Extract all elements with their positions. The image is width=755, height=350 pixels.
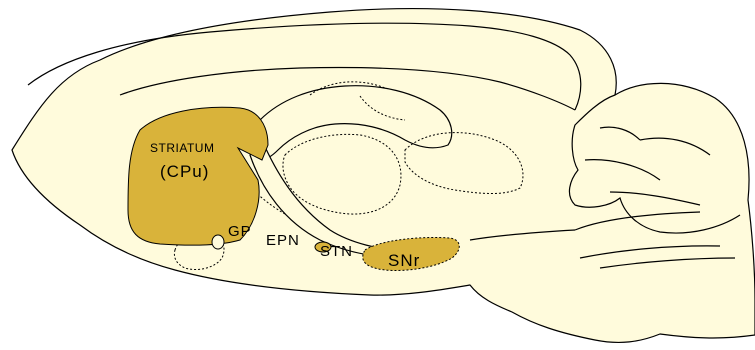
epn-label: EPN: [266, 232, 300, 249]
stn-label: STN: [320, 243, 353, 260]
snr-label: SNr: [388, 251, 420, 270]
gp-region: [212, 235, 224, 249]
cpu-label: (CPu): [160, 162, 209, 181]
striatum-label: STRIATUM: [150, 141, 214, 155]
brain-outline: [12, 9, 755, 343]
gp-label: GP: [228, 223, 252, 240]
